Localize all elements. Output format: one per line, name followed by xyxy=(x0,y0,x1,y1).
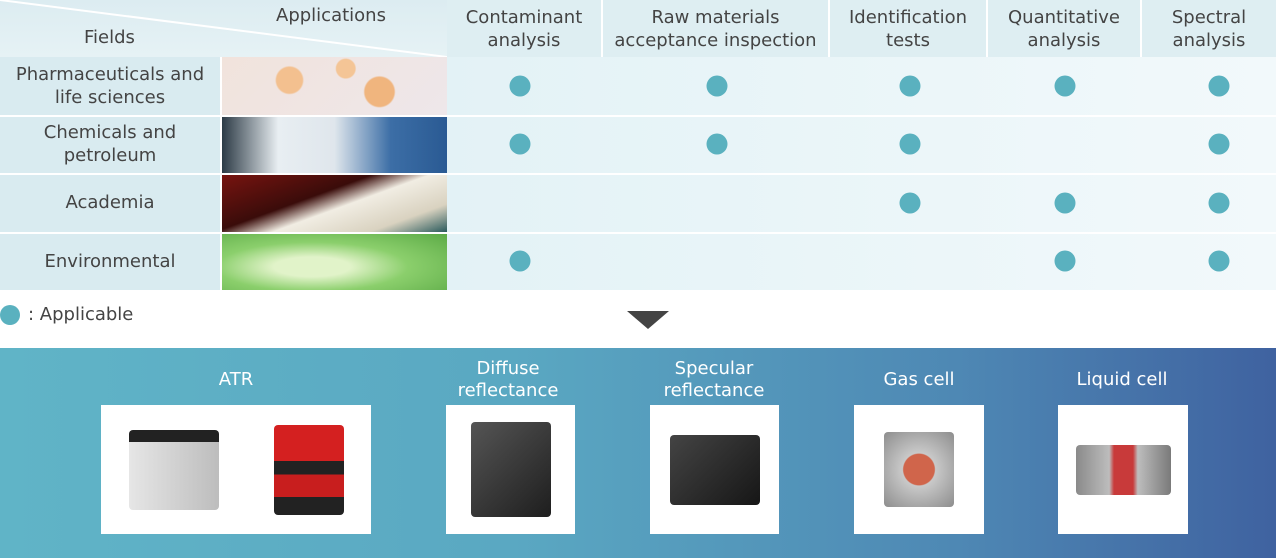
column-header: Quantitative analysis xyxy=(988,0,1142,57)
table-corner-header: Fields Applications xyxy=(0,0,447,57)
field-label: Pharmaceuticals and life sciences xyxy=(0,57,220,115)
liquid-cell-photo xyxy=(1058,405,1188,534)
field-label: Academia xyxy=(0,173,220,232)
column-header: Identification tests xyxy=(830,0,988,57)
applicable-dot-icon xyxy=(1208,192,1230,214)
applicable-dot-icon xyxy=(706,75,728,97)
field-label: Environmental xyxy=(0,232,220,290)
applicable-dot-icon xyxy=(1208,250,1230,272)
applicable-dot-icon xyxy=(1054,250,1076,272)
applicable-dot-icon xyxy=(0,304,20,325)
applicable-dot-icon xyxy=(1208,75,1230,97)
applicable-dot-icon xyxy=(1054,192,1076,214)
applicable-dot-icon xyxy=(509,133,531,155)
applicable-dot-icon xyxy=(1208,133,1230,155)
gas-cell-photo xyxy=(854,405,984,534)
applicable-dot-icon xyxy=(509,250,531,272)
accessory-title: Liquid cell xyxy=(1076,369,1168,390)
fields-header: Fields xyxy=(84,27,135,48)
atr-press-icon xyxy=(273,424,344,515)
column-header: Contaminant analysis xyxy=(447,0,603,57)
applicable-dot-icon xyxy=(706,133,728,155)
column-header: Spectral analysis xyxy=(1142,0,1276,57)
industrial-plant-photo xyxy=(222,115,447,173)
field-label: Chemicals and petroleum xyxy=(0,115,220,173)
legend-label: : Applicable xyxy=(28,304,134,325)
applicable-dot-icon xyxy=(1054,75,1076,97)
accessory-title: Gas cell xyxy=(883,369,955,390)
accessory-title: Specular reflectance xyxy=(663,358,765,401)
applicable-dot-icon xyxy=(899,75,921,97)
legend: : Applicable xyxy=(0,304,133,325)
diffuse-reflectance-photo xyxy=(446,405,575,534)
column-header: Raw materials acceptance inspection xyxy=(603,0,830,57)
specular-reflectance-photo xyxy=(650,405,779,534)
accessory-title: ATR xyxy=(218,369,254,390)
applications-header: Applications xyxy=(276,5,386,26)
applicable-dot-icon xyxy=(899,133,921,155)
row-divider xyxy=(0,173,1276,175)
diagonal-divider xyxy=(0,0,447,57)
applicable-dot-icon xyxy=(899,192,921,214)
row-divider xyxy=(0,232,1276,234)
applicable-dot-icon xyxy=(509,75,531,97)
accessory-title: Diffuse reflectance xyxy=(457,358,559,401)
down-arrow-icon xyxy=(627,311,669,329)
atr-accessories-photo xyxy=(101,405,371,534)
open-book-photo xyxy=(222,173,447,232)
green-water-leaf-photo xyxy=(222,232,447,290)
atr-unit-icon xyxy=(128,429,219,510)
row-divider xyxy=(0,115,1276,117)
capsules-photo xyxy=(222,57,447,115)
